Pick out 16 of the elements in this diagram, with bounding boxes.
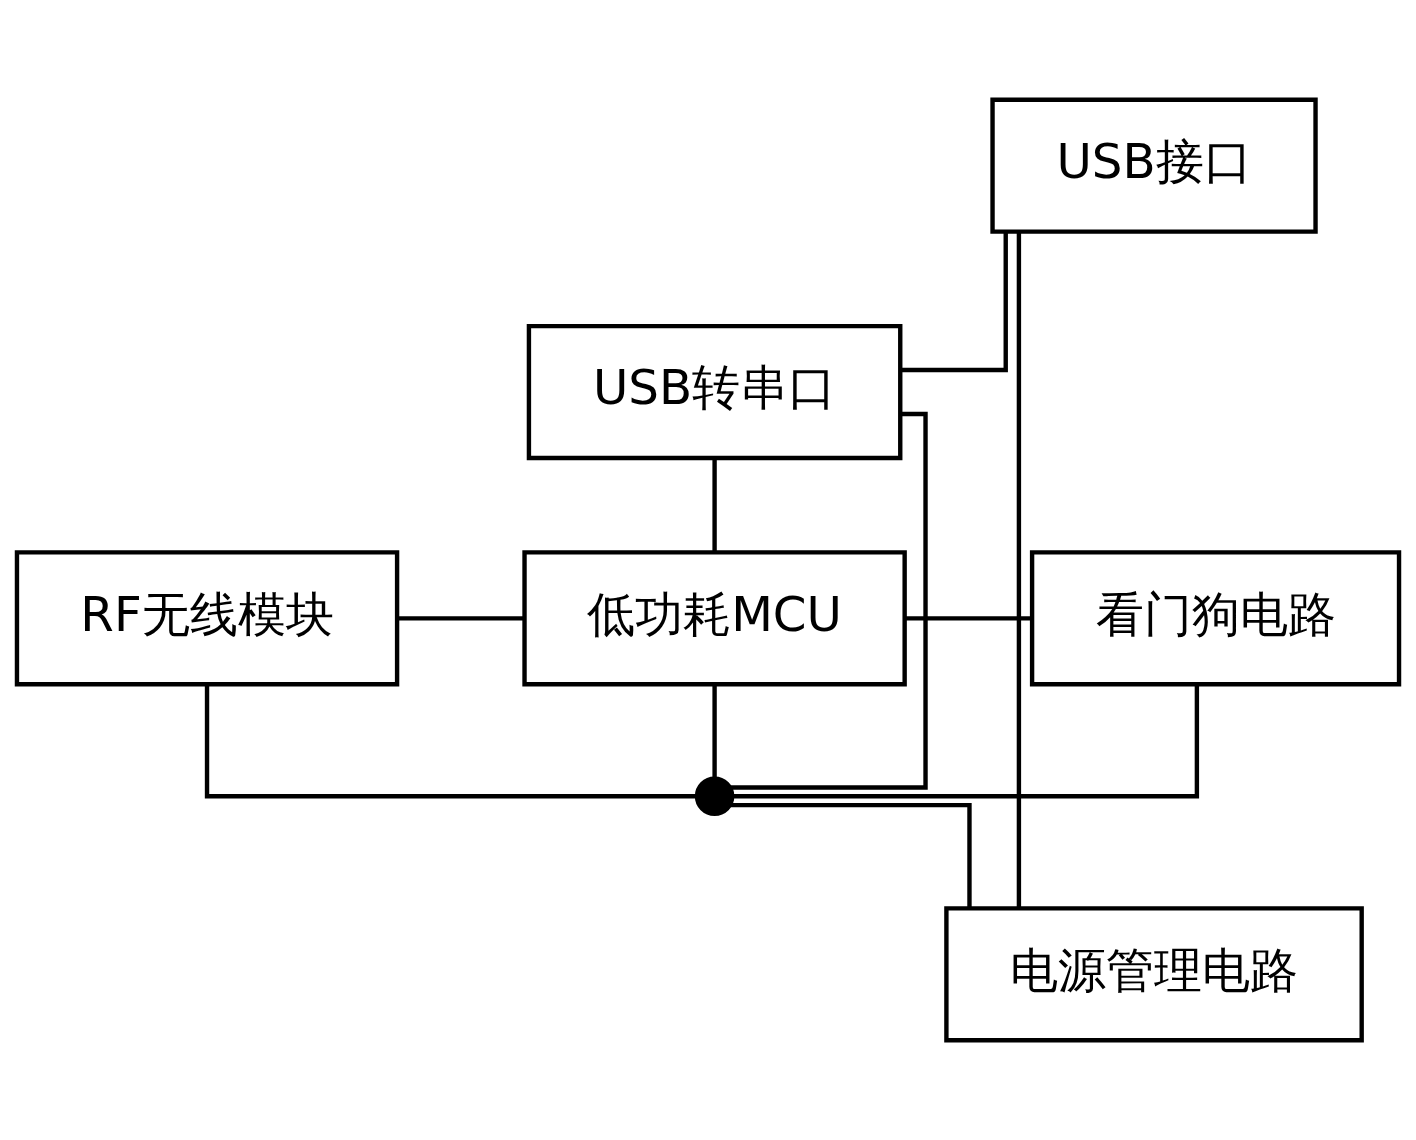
node-box: USB转串口 — [526, 323, 903, 461]
connector — [1016, 231, 1022, 909]
connector — [397, 616, 524, 621]
node-box: 电源管理电路 — [944, 906, 1364, 1043]
node-box: 低功耗MCU — [522, 550, 907, 687]
connector — [730, 802, 972, 908]
node-box: RF无线模块 — [14, 550, 400, 687]
connector — [712, 458, 717, 552]
node-box: 看门狗电路 — [1029, 550, 1402, 687]
connector — [732, 684, 1200, 799]
node-box: USB接口 — [990, 97, 1318, 234]
connector — [712, 684, 717, 779]
node-circle — [694, 776, 735, 817]
connector — [904, 616, 1032, 621]
connector — [204, 684, 697, 799]
connector — [900, 232, 1008, 373]
